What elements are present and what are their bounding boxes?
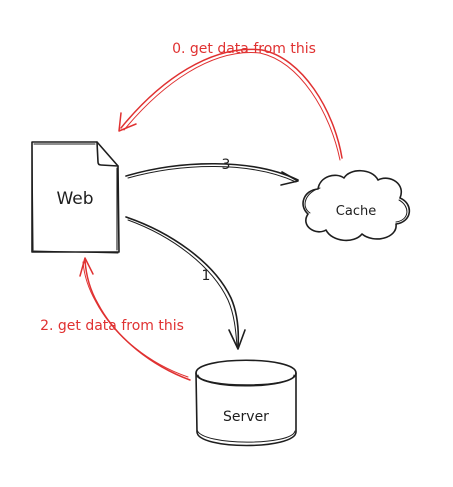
arrow-web-to-cache[interactable]: 3 <box>125 157 299 186</box>
arrow-cache-to-web[interactable]: 0. get data from this <box>118 41 343 161</box>
arrow-web-to-server[interactable]: 1 <box>125 216 246 350</box>
cache-label: Cache <box>336 204 376 219</box>
edge-label-3: 3 <box>222 157 231 173</box>
annotation-from-server: 2. get data from this <box>40 318 184 334</box>
server-label: Server <box>223 409 269 425</box>
edge-label-1: 1 <box>202 268 211 284</box>
web-label: Web <box>56 189 93 209</box>
server-node[interactable]: Server <box>195 359 297 447</box>
cache-node[interactable]: Cache <box>302 169 411 242</box>
annotation-from-cache: 0. get data from this <box>172 41 316 57</box>
arrow-server-to-web[interactable]: 2. get data from this <box>40 257 191 381</box>
web-node[interactable]: Web <box>31 141 120 254</box>
